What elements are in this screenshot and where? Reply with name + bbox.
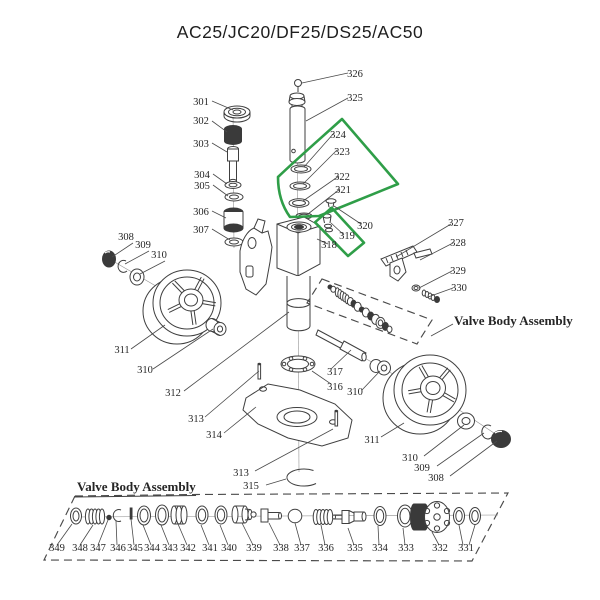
label-309-right: 309 [414,463,430,474]
bottom-valve-body-assembly [43,492,509,562]
label-311-left: 311 [114,345,129,356]
left-wheel-assembly-drawing [102,250,227,345]
label-315: 315 [243,481,259,492]
label-313-a: 313 [188,414,204,425]
label-317: 317 [327,367,343,378]
label-332: 332 [432,543,448,554]
right-wheel-assembly-drawing [369,354,511,448]
label-343: 343 [162,543,178,554]
label-308-left: 308 [118,232,134,243]
label-320: 320 [357,221,373,232]
leader-lines-main [111,72,498,486]
label-347: 347 [90,543,106,554]
label-307: 307 [193,225,209,236]
label-314: 314 [206,430,223,441]
label-333: 333 [398,543,414,554]
label-346: 346 [110,543,126,554]
label-321: 321 [335,185,351,196]
label-330: 330 [451,283,467,294]
label-340: 340 [221,543,237,554]
label-329: 329 [450,266,466,277]
green-highlight-main [276,117,400,219]
valve-chain-drawing [306,278,433,345]
label-310-left-bottom: 310 [137,365,153,376]
label-331: 331 [458,543,474,554]
label-313-b: 313 [233,468,249,479]
green-highlight [276,117,400,258]
base-plate-assembly-drawing [242,329,367,487]
valve-body-assembly-label-bottom: Valve Body Assembly [77,479,196,494]
label-308-right: 308 [428,473,444,484]
label-326: 326 [347,69,363,80]
label-304: 304 [194,170,211,181]
label-344: 344 [144,543,161,554]
label-301: 301 [193,97,209,108]
handle-cylinder-drawing [288,79,306,164]
valve-body-assembly-label-right: Valve Body Assembly [454,313,573,328]
label-325: 325 [347,93,363,104]
bottom-dashed-box [43,492,509,562]
label-328: 328 [450,238,466,249]
label-341: 341 [202,543,218,554]
label-323: 323 [334,147,350,158]
valve-chain-dashed-box [306,278,433,345]
part-labels: 301 302 303 304 305 306 307 308 309 310 … [49,69,474,554]
page-title: AC25/JC20/DF25/DS25/AC50 [177,22,423,42]
oring-stack-drawing [288,164,313,220]
label-310-right: 310 [402,453,418,464]
label-349: 349 [49,543,65,554]
label-336: 336 [318,543,334,554]
label-337: 337 [294,543,310,554]
pump-body-drawing [239,198,337,332]
label-310-left-top: 310 [151,250,167,261]
label-339: 339 [246,543,262,554]
label-303: 303 [193,139,209,150]
label-306: 306 [193,207,209,218]
label-309-left: 309 [135,240,151,251]
label-305: 305 [194,181,210,192]
label-327: 327 [448,218,464,229]
label-318: 318 [321,240,337,251]
label-312: 312 [165,388,181,399]
label-342: 342 [180,543,196,554]
label-302: 302 [193,116,209,127]
leader-lines-bottom [56,518,476,546]
label-324: 324 [330,130,347,141]
label-348: 348 [72,543,88,554]
label-316: 316 [327,382,343,393]
label-334: 334 [372,543,389,554]
label-311-right: 311 [364,435,379,446]
label-322: 322 [334,172,350,183]
green-highlight-small [313,206,366,258]
release-lever-assembly-drawing [380,245,440,303]
label-335: 335 [347,543,363,554]
pump-plunger-stack-drawing [223,105,251,247]
label-345: 345 [127,543,143,554]
label-319: 319 [339,231,355,242]
label-338: 338 [273,543,289,554]
label-310-center: 310 [347,387,363,398]
